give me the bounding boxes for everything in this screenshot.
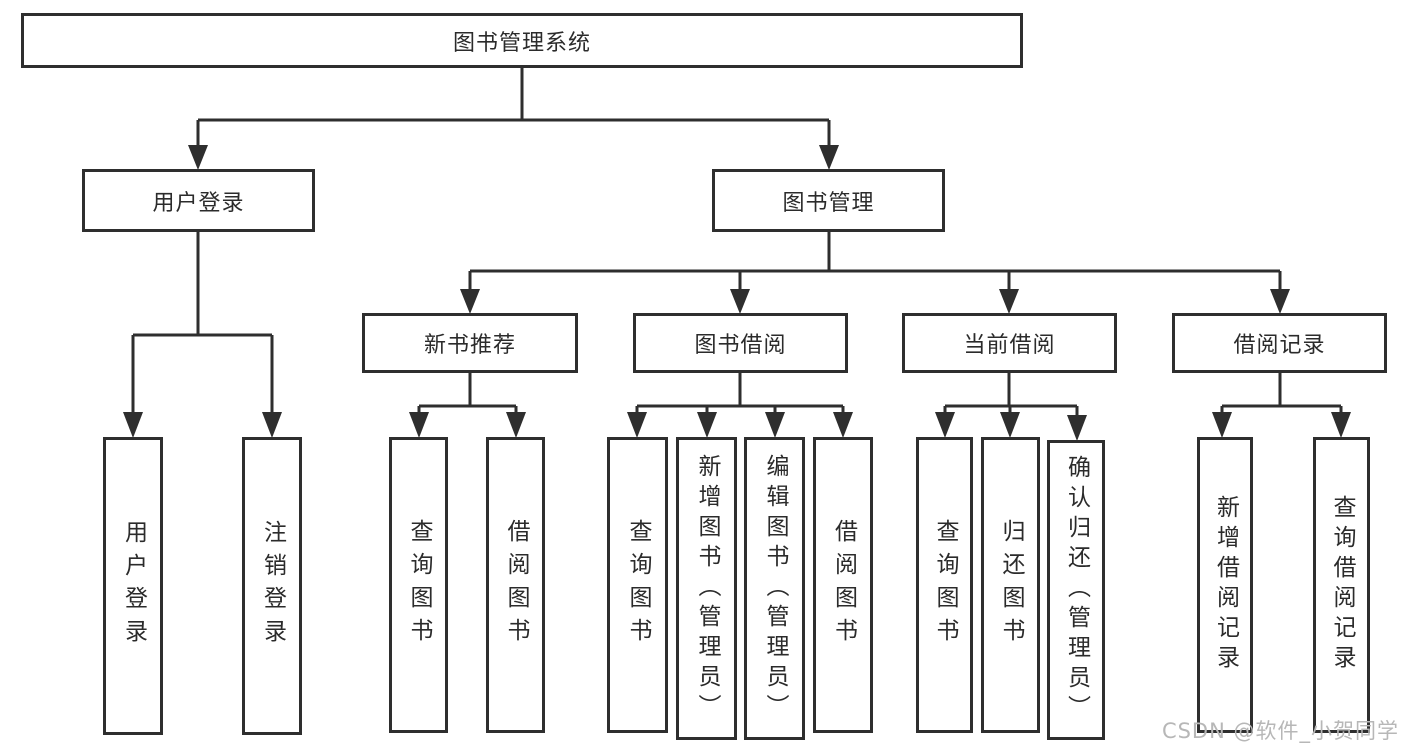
- leaf-query-books-current: 查询图书: [916, 437, 973, 733]
- leaf-edit-books-admin: 编辑图书（管理员）: [744, 437, 805, 740]
- node-user-login-branch: 用户登录: [82, 169, 315, 232]
- node-book-borrowing: 图书借阅: [633, 313, 848, 373]
- arrowhead: [627, 412, 647, 438]
- arrowhead: [1212, 412, 1232, 438]
- arrowhead: [1067, 415, 1087, 441]
- arrowhead: [935, 412, 955, 438]
- arrowhead: [262, 412, 282, 438]
- leaf-return-books: 归还图书: [981, 437, 1040, 733]
- leaf-query-borrow-record: 查询借阅记录: [1313, 437, 1370, 733]
- leaf-borrow-books: 借阅图书: [813, 437, 873, 733]
- arrowhead: [188, 145, 208, 170]
- arrowhead: [506, 412, 526, 438]
- leaf-add-books-admin: 新增图书（管理员）: [676, 437, 737, 740]
- node-library-management-system: 图书管理系统: [21, 13, 1023, 68]
- node-borrowing-records: 借阅记录: [1172, 313, 1387, 373]
- arrowhead: [819, 145, 839, 170]
- leaf-confirm-return-admin: 确认归还（管理员）: [1047, 440, 1105, 740]
- leaf-add-borrow-record: 新增借阅记录: [1197, 437, 1253, 733]
- leaf-borrow-books-recommend: 借阅图书: [486, 437, 545, 733]
- leaf-query-books-borrow: 查询图书: [607, 437, 668, 733]
- arrowhead: [1331, 412, 1351, 438]
- leaf-user-login: 用户登录: [103, 437, 163, 735]
- arrowhead: [1270, 289, 1290, 314]
- leaf-logout: 注销登录: [242, 437, 302, 735]
- arrowhead: [730, 289, 750, 314]
- arrowhead: [123, 412, 143, 438]
- csdn-watermark: CSDN @软件_小贺同学: [1161, 719, 1399, 743]
- node-current-borrowing: 当前借阅: [902, 313, 1117, 373]
- arrowhead: [409, 412, 429, 438]
- node-new-book-recommendation: 新书推荐: [362, 313, 578, 373]
- node-book-management-branch: 图书管理: [712, 169, 945, 232]
- arrowhead: [697, 412, 717, 438]
- connector-lines: [131, 68, 1343, 429]
- arrowhead: [460, 289, 480, 314]
- arrowhead: [1000, 412, 1020, 438]
- arrowhead: [999, 289, 1019, 314]
- arrowhead: [833, 412, 853, 438]
- leaf-query-books-recommend: 查询图书: [389, 437, 448, 733]
- arrowhead: [765, 412, 785, 438]
